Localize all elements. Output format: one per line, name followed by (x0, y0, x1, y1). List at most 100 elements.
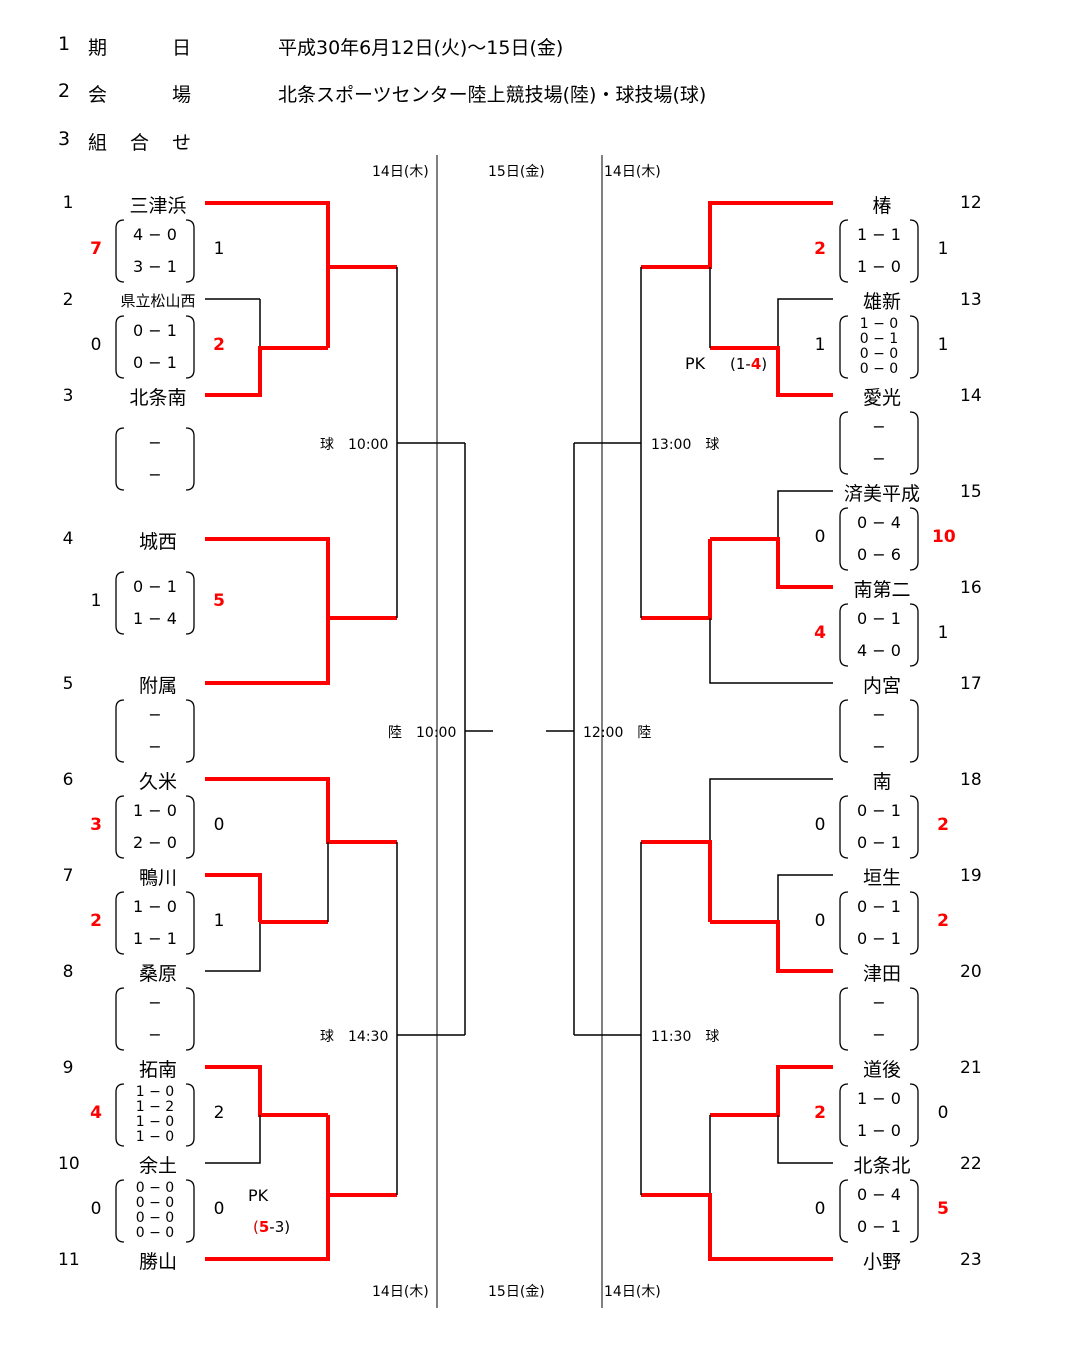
score-parentheses (839, 795, 919, 859)
day-header-right-top: 14日(木) (604, 164, 661, 180)
score-total-bottom: 1 (213, 911, 225, 931)
team-minami: 南 (872, 771, 892, 793)
half-score: 1 − 0 (135, 1129, 175, 1145)
right-bracket (546, 201, 833, 1261)
score-total-top: 0 (814, 527, 826, 547)
half-score: − (148, 705, 162, 724)
match-label-left-final: 陸 10:00 (388, 725, 457, 741)
team-josai: 城西 (138, 531, 177, 553)
half-score: 0 − 0 (135, 1210, 175, 1226)
seed-23: 23 (960, 1250, 982, 1270)
half-score: − (872, 737, 886, 756)
score-parentheses (115, 1179, 195, 1243)
half-score: − (872, 449, 886, 468)
pk-open-right: (1- (730, 355, 751, 373)
half-score: 0 − 1 (857, 609, 901, 628)
score-parentheses (115, 1083, 195, 1147)
day-header-left-top: 14日(木) (372, 164, 429, 180)
score-total-bottom: 5 (937, 1199, 949, 1219)
score-total-bottom: 0 (213, 1199, 225, 1219)
score-total-bottom: 2 (937, 911, 949, 931)
match-label-right-lower: 11:30 球 (651, 1029, 720, 1045)
score-parentheses (839, 699, 919, 763)
half-score: 0 − 1 (859, 331, 899, 347)
half-score: − (872, 705, 886, 724)
half-score: 0 − 0 (859, 346, 899, 362)
team-takunan: 拓南 (138, 1059, 177, 1081)
half-score: 1 − 0 (857, 1121, 901, 1140)
pk-score-right: (1-4) (730, 355, 767, 373)
half-score: 0 − 0 (135, 1195, 175, 1211)
seed-19: 19 (960, 866, 982, 886)
seed-22: 22 (960, 1154, 982, 1174)
half-score: 1 − 1 (857, 225, 901, 244)
seed-20: 20 (960, 962, 982, 982)
half-score: 1 − 0 (859, 316, 899, 332)
seed-21: 21 (960, 1058, 982, 1078)
half-score: − (872, 1025, 886, 1044)
score-total-top: 0 (90, 1199, 102, 1219)
score-total-top: 0 (814, 1199, 826, 1219)
half-score: − (148, 465, 162, 484)
half-score: 1 − 2 (135, 1099, 175, 1115)
seed-3: 3 (62, 386, 74, 406)
seed-8: 8 (62, 962, 74, 982)
score-total-bottom: 0 (213, 815, 225, 835)
score-total-top: 0 (814, 815, 826, 835)
left-bracket (205, 201, 493, 1261)
half-score: 1 − 0 (857, 257, 901, 276)
half-score: 1 − 1 (133, 929, 177, 948)
score-total-top: 0 (814, 911, 826, 931)
pk-win-left: 5 (258, 1218, 270, 1236)
half-score: 0 − 1 (857, 929, 901, 948)
seed-9: 9 (62, 1058, 74, 1078)
score-total-bottom: 1 (937, 335, 949, 355)
score-total-bottom: 10 (932, 527, 956, 547)
score-total-bottom: 1 (937, 239, 949, 259)
team-fuzoku: 附属 (138, 675, 177, 697)
half-score: 0 − 0 (859, 361, 899, 377)
score-total-top: 0 (90, 335, 102, 355)
half-score: 0 − 1 (857, 833, 901, 852)
half-score: 0 − 4 (857, 513, 901, 532)
score-parentheses (839, 603, 919, 667)
half-score: 1 − 0 (135, 1114, 175, 1130)
half-score: 0 − 1 (133, 321, 177, 340)
half-score: 1 − 4 (133, 609, 177, 628)
score-parentheses (839, 987, 919, 1051)
score-parentheses (115, 987, 195, 1051)
day-header-right-bottom: 14日(木) (604, 1284, 661, 1300)
match-label-right-final: 12:00 陸 (583, 725, 652, 741)
half-score: − (148, 737, 162, 756)
team-kume: 久米 (138, 771, 177, 793)
half-score: − (148, 993, 162, 1012)
team-katsuyama: 勝山 (138, 1251, 177, 1273)
seed-11: 11 (58, 1250, 80, 1270)
score-total-top: 1 (814, 335, 826, 355)
half-score: 4 − 0 (857, 641, 901, 660)
score-total-top: 1 (90, 591, 102, 611)
score-parentheses (115, 699, 195, 763)
info-value-1: 平成30年6月12日(火)〜15日(金) (278, 37, 564, 59)
half-score: 1 − 0 (857, 1089, 901, 1108)
score-total-bottom: 1 (213, 239, 225, 259)
info-num-3: 3 (58, 128, 71, 150)
team-hojokita: 北条北 (853, 1155, 911, 1177)
half-score: 3 − 1 (133, 257, 177, 276)
seed-2: 2 (62, 290, 74, 310)
seed-4: 4 (62, 529, 74, 549)
score-parentheses (839, 315, 919, 379)
team-sanjuhama: 三津浜 (129, 195, 187, 217)
match-label-left-upper: 球 10:00 (320, 437, 389, 453)
score-total-bottom: 2 (937, 815, 949, 835)
pk-open-left: ( (253, 1218, 259, 1236)
score-parentheses (839, 411, 919, 475)
pk-label-right: PK (685, 354, 706, 373)
score-parentheses (839, 1179, 919, 1243)
info-label-3: 組 合 せ (88, 132, 194, 154)
seed-7: 7 (62, 866, 74, 886)
half-score: 2 − 0 (133, 833, 177, 852)
half-score: 0 − 4 (857, 1185, 901, 1204)
score-parentheses (115, 427, 195, 491)
day-header-center-bottom: 15日(金) (488, 1284, 545, 1300)
